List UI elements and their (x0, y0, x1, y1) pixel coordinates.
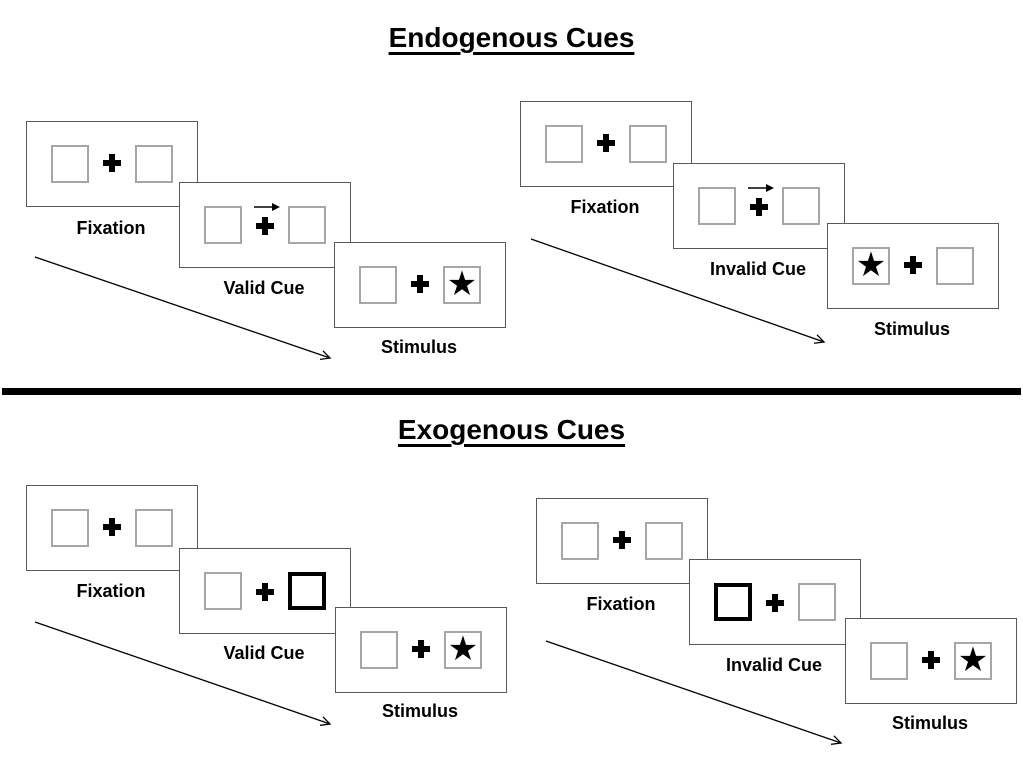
star-stimulus-icon: ★ (855, 245, 887, 285)
left-placeholder-box (204, 206, 242, 244)
step-label: Invalid Cue (709, 259, 807, 279)
fixation-cross-icon (766, 594, 784, 612)
stimulus-card: ★ (335, 607, 507, 693)
right-placeholder-box (288, 206, 326, 244)
fixation-card (520, 101, 692, 187)
stimulus-card: ★ (845, 618, 1017, 704)
left-placeholder-box (51, 509, 89, 547)
left-target-box: ★ (852, 247, 890, 285)
left-placeholder-box (870, 642, 908, 680)
fixation-cross-icon (750, 198, 768, 216)
cue-arrow-icon (748, 184, 774, 192)
right-placeholder-box (135, 509, 173, 547)
fixation-cross-icon (256, 217, 274, 235)
left-placeholder-box (204, 572, 242, 610)
section-divider (2, 388, 1021, 395)
timeline-arrow-endogenous-valid (34, 256, 332, 360)
right-placeholder-box (798, 583, 836, 621)
left-placeholder-box (698, 187, 736, 225)
cue-arrow-icon (254, 203, 280, 211)
invalid-cue-card (673, 163, 845, 249)
step-label: Stimulus (381, 701, 458, 721)
section-title-exogenous: Exogenous Cues (397, 414, 626, 445)
right-placeholder-box (936, 247, 974, 285)
step-label: Fixation (76, 581, 146, 601)
step-label: Invalid Cue (725, 655, 823, 675)
right-placeholder-box (135, 145, 173, 183)
valid-cue-card (179, 548, 351, 634)
star-stimulus-icon: ★ (446, 264, 478, 304)
fixation-cross-icon (103, 518, 121, 536)
left-placeholder-box (51, 145, 89, 183)
fixation-card (26, 485, 198, 571)
stimulus-card: ★ (827, 223, 999, 309)
fixation-cross-icon (613, 531, 631, 549)
left-highlighted-cue-box (714, 583, 752, 621)
endogenous-title-row: Endogenous Cues (0, 22, 1023, 54)
step-label: Valid Cue (223, 643, 305, 663)
valid-cue-card (179, 182, 351, 268)
timeline-arrow-exogenous-valid (34, 621, 332, 726)
fixation-cross-icon (904, 256, 922, 274)
exogenous-title-row: Exogenous Cues (0, 414, 1023, 446)
section-title-endogenous: Endogenous Cues (388, 22, 635, 53)
right-highlighted-cue-box (288, 572, 326, 610)
right-target-box: ★ (444, 631, 482, 669)
right-placeholder-box (782, 187, 820, 225)
timeline-arrow-exogenous-invalid (545, 640, 843, 745)
star-stimulus-icon: ★ (447, 629, 479, 669)
step-label: Fixation (586, 594, 656, 614)
left-placeholder-box (359, 266, 397, 304)
fixation-cross-icon (412, 640, 430, 658)
fixation-card (26, 121, 198, 207)
timeline-arrow-endogenous-invalid (530, 238, 826, 344)
step-label: Valid Cue (223, 278, 305, 298)
step-label: Fixation (76, 218, 146, 238)
right-placeholder-box (645, 522, 683, 560)
left-placeholder-box (561, 522, 599, 560)
step-label: Stimulus (380, 337, 457, 357)
left-placeholder-box (360, 631, 398, 669)
fixation-cross-icon (922, 651, 940, 669)
left-placeholder-box (545, 125, 583, 163)
invalid-cue-card (689, 559, 861, 645)
step-label: Stimulus (873, 319, 950, 339)
fixation-cross-icon (411, 275, 429, 293)
star-stimulus-icon: ★ (957, 640, 989, 680)
right-target-box: ★ (443, 266, 481, 304)
right-placeholder-box (629, 125, 667, 163)
fixation-cross-icon (597, 134, 615, 152)
step-label: Fixation (570, 197, 640, 217)
fixation-card (536, 498, 708, 584)
stimulus-card: ★ (334, 242, 506, 328)
right-target-box: ★ (954, 642, 992, 680)
fixation-cross-icon (256, 583, 274, 601)
fixation-cross-icon (103, 154, 121, 172)
step-label: Stimulus (891, 713, 968, 733)
